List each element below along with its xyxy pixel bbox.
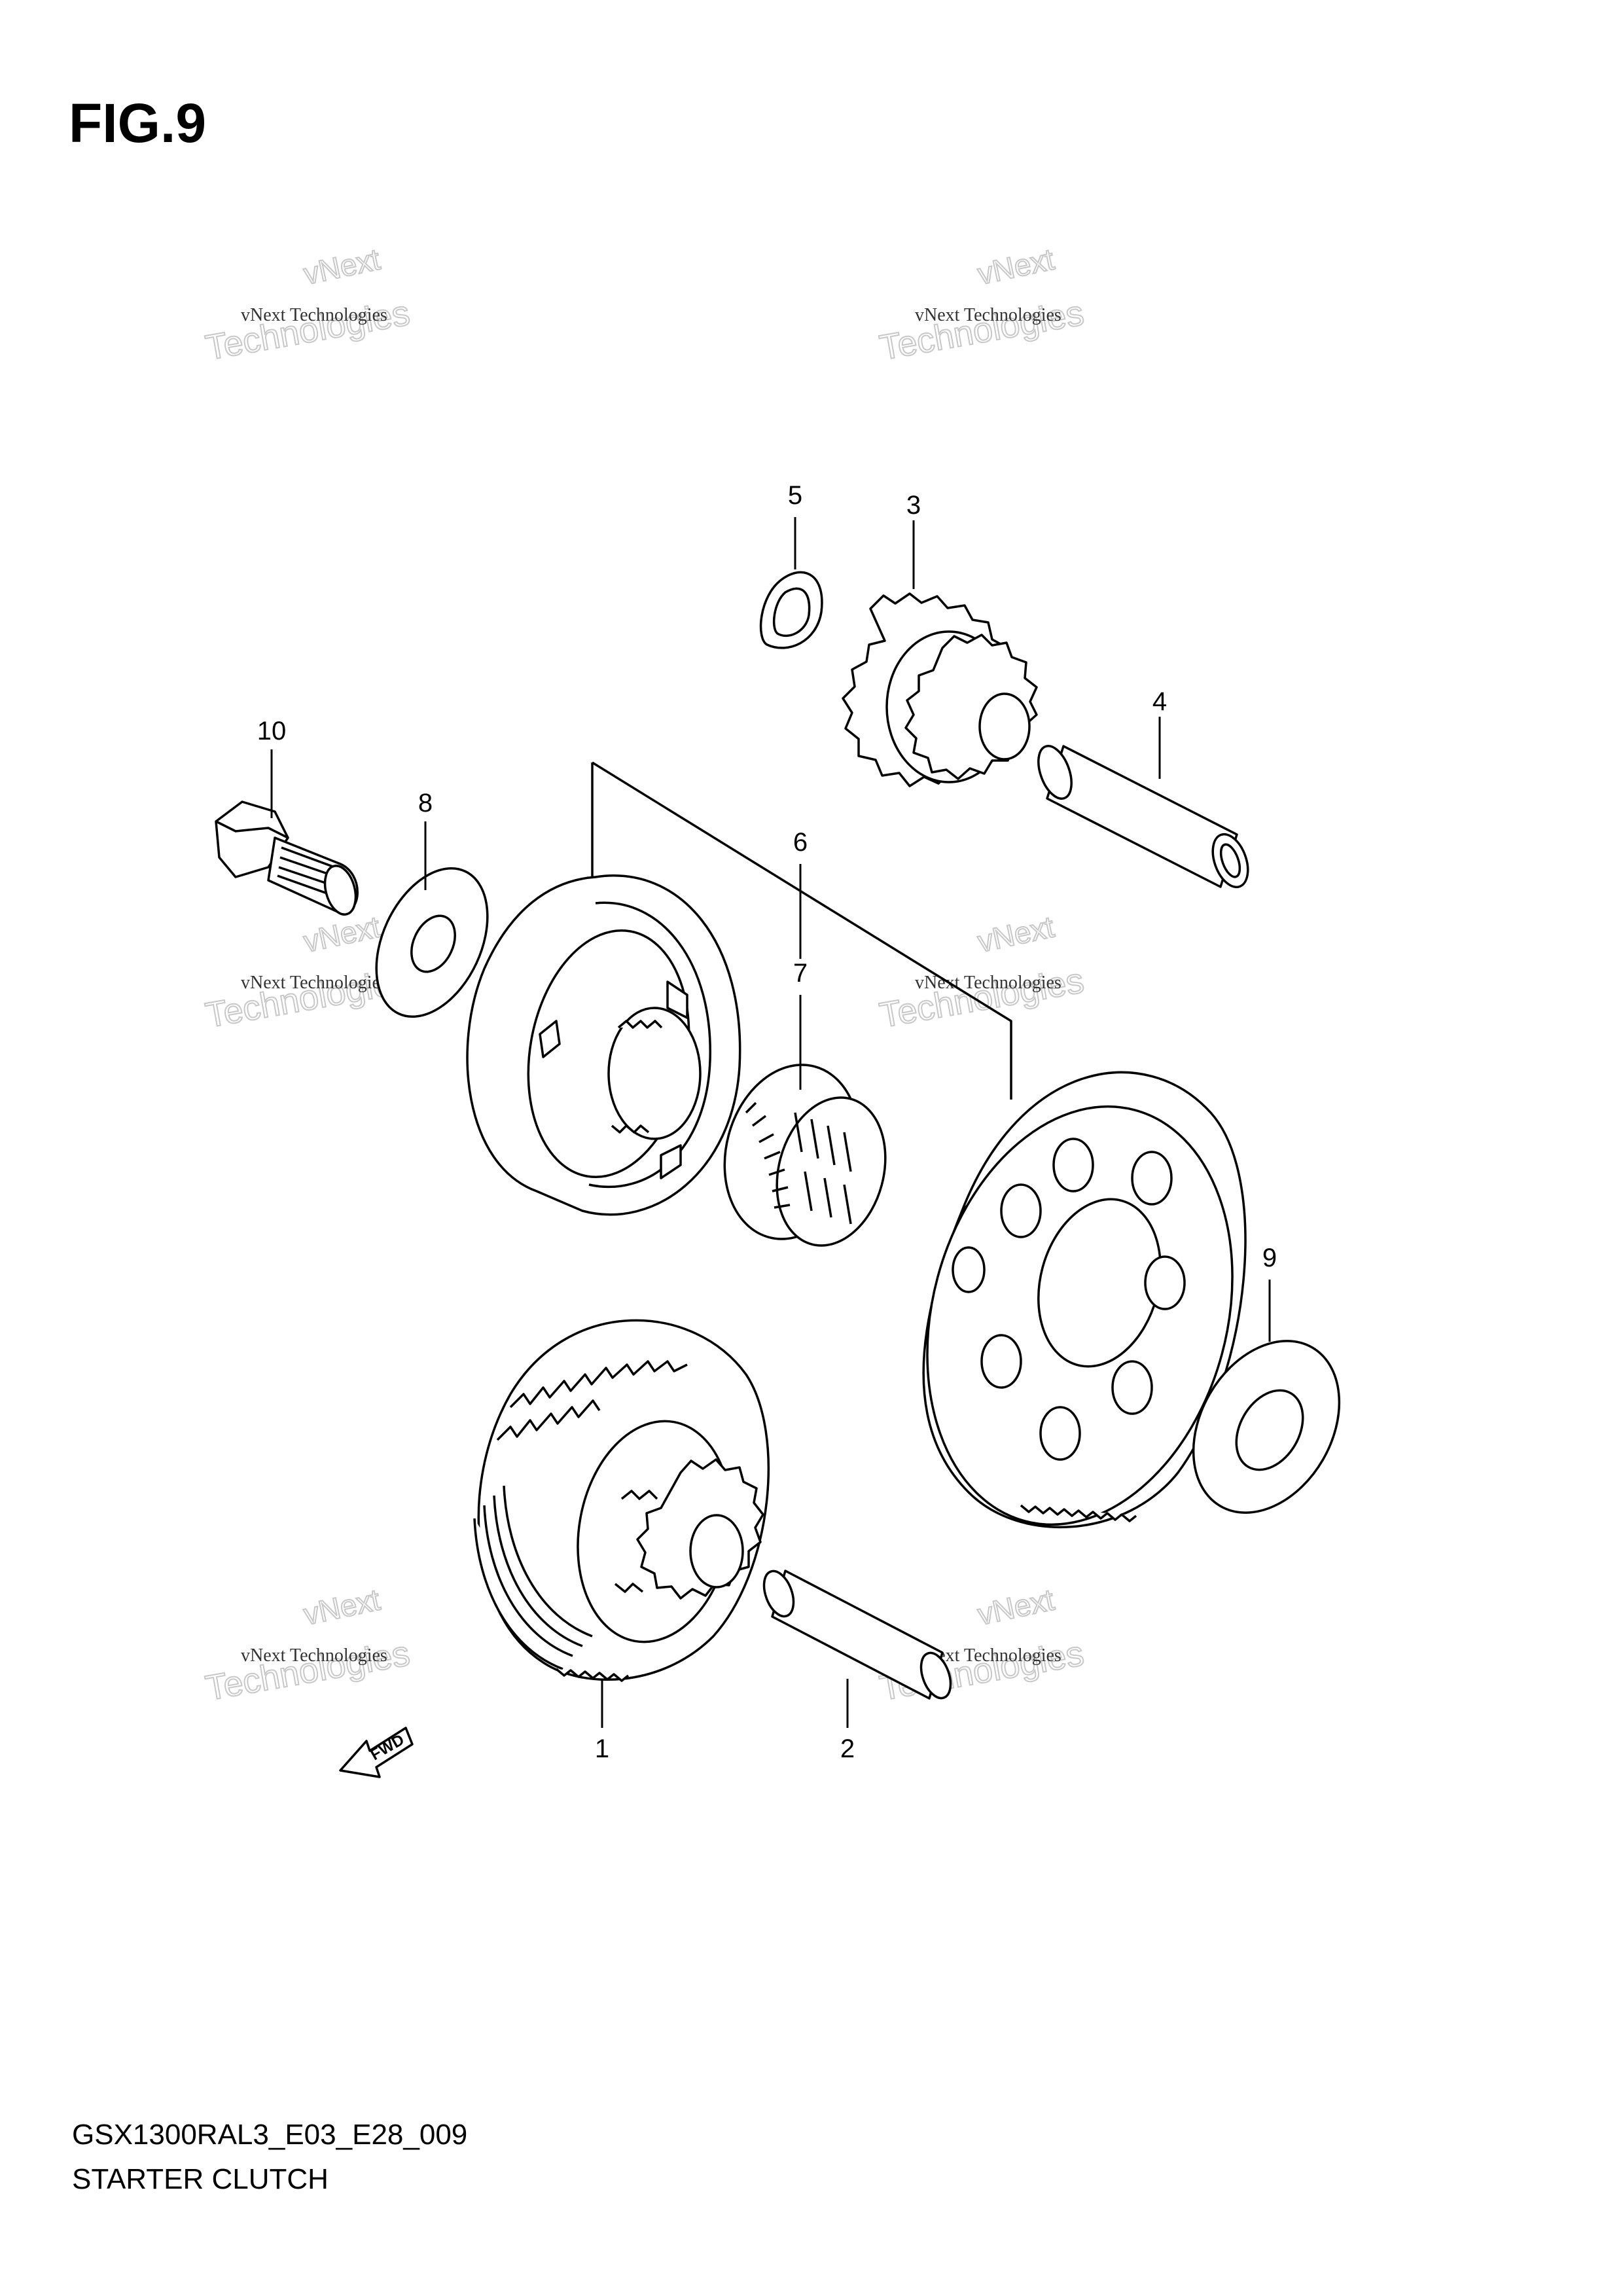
- part-2-shaft[interactable]: [758, 1567, 956, 1702]
- watermark-4: vNext Technologies vNext Technologies: [876, 908, 1088, 1035]
- fwd-direction-arrow: [339, 1727, 414, 1778]
- callout-5: 5: [788, 481, 802, 510]
- part-9-washer[interactable]: [1164, 1315, 1368, 1539]
- watermark-1: vNext Technologies vNext Technologies: [202, 241, 414, 368]
- watermark-small: vNext Technologies: [241, 973, 387, 993]
- figure-code: GSX1300RAL3_E03_E28_009: [72, 2119, 468, 2151]
- watermark-5: vNext Technologies vNext Technologies: [202, 1581, 414, 1708]
- part-7-needle-bearing[interactable]: [705, 1050, 901, 1258]
- callout-9: 9: [1262, 1244, 1277, 1272]
- watermark-top: vNext: [300, 1582, 383, 1631]
- callout-4: 4: [1152, 687, 1167, 716]
- watermark-small: vNext Technologies: [241, 305, 387, 325]
- callout-8: 8: [418, 789, 433, 817]
- callout-3: 3: [906, 491, 921, 520]
- starter-clutch-housing[interactable]: [466, 874, 741, 1216]
- leader-lines: [270, 517, 1271, 1728]
- watermark-top: vNext: [974, 909, 1057, 958]
- figure-title: FIG.9: [69, 92, 207, 154]
- assembly-bracket: [591, 761, 1012, 1100]
- callout-7: 7: [793, 959, 808, 988]
- callout-6: 6: [793, 828, 808, 857]
- part-1-starter-clutch-assembly[interactable]: [473, 1319, 770, 1682]
- callout-1: 1: [595, 1734, 609, 1763]
- part-8-washer[interactable]: [354, 851, 509, 1035]
- watermark-top: vNext: [300, 909, 383, 958]
- watermark-top: vNext: [974, 1582, 1057, 1631]
- part-3-idle-gear[interactable]: [842, 592, 1038, 787]
- callout-2: 2: [840, 1734, 855, 1763]
- watermark-top: vNext: [974, 242, 1057, 291]
- part-5-circlip[interactable]: [759, 571, 823, 649]
- watermark-2: vNext Technologies vNext Technologies: [876, 241, 1088, 368]
- callout-10: 10: [257, 717, 287, 745]
- starter-driven-gear[interactable]: [883, 1071, 1277, 1559]
- part-10-bolt[interactable]: [215, 800, 361, 918]
- watermark-top: vNext: [300, 242, 383, 291]
- watermark-small: vNext Technologies: [241, 1645, 387, 1666]
- watermark-small: vNext Technologies: [915, 305, 1061, 325]
- figure-name: STARTER CLUTCH: [72, 2163, 329, 2195]
- part-4-idle-shaft[interactable]: [1032, 742, 1255, 892]
